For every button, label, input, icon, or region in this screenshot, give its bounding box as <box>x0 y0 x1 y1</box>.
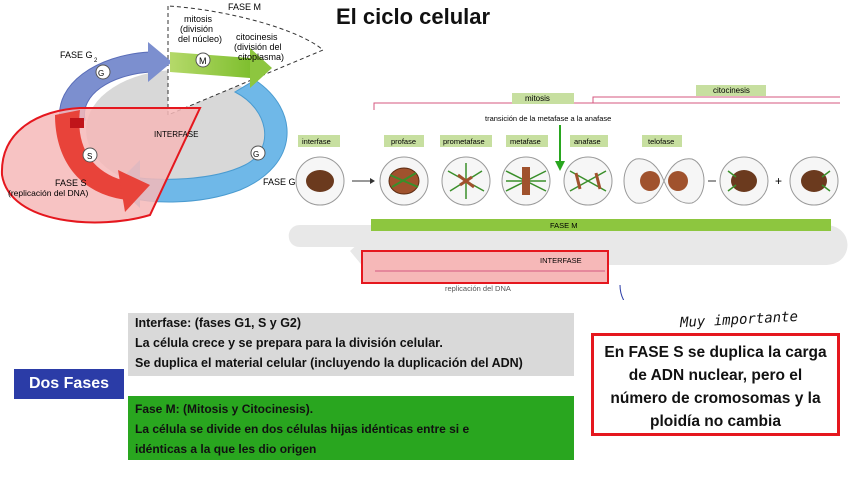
s-phase-note-box: En FASE S se duplica la carga de ADN nuc… <box>591 333 840 436</box>
cell-daughter-1 <box>719 156 769 206</box>
stage-telofase: telofase <box>648 137 674 146</box>
mitosis-label-1: (división <box>180 24 213 34</box>
fase-g1-label: FASE G <box>263 177 296 187</box>
transicion-label: transición de la metafase a la anafase <box>485 114 611 123</box>
interphase-line-0: Interfase: (fases G1, S y G2) <box>135 316 302 330</box>
citocinesis-label-0: citocinesis <box>236 32 278 42</box>
note-line-3: ploidía no cambia <box>650 413 781 430</box>
stage-prometafase: prometafase <box>443 137 485 146</box>
g1-badge-text: G <box>253 150 259 159</box>
g2-badge <box>95 64 111 80</box>
note-line-1: de ADN nuclear, pero el <box>628 367 803 384</box>
fase-m-bar <box>371 219 831 231</box>
m-line-1: La célula se divide en dos células hijas… <box>135 422 470 436</box>
citocinesis-header: citocinesis <box>713 86 750 95</box>
cell-metafase <box>501 156 551 206</box>
g1-badge <box>250 145 266 161</box>
citocinesis-label-1: (división del <box>234 42 282 52</box>
cell-daughter-2 <box>789 156 839 206</box>
interphase-line-2: Se duplica el material celular (incluyen… <box>135 356 523 370</box>
interphase-description-box: Interfase: (fases G1, S y G2) La célula … <box>128 313 574 376</box>
fase-g2-sub: 2 <box>94 58 98 64</box>
interfase-bar <box>361 250 609 284</box>
pointer-arrow <box>619 284 625 300</box>
s-badge <box>82 147 98 163</box>
m-badge <box>195 52 211 68</box>
citocinesis-label-2: citoplasma) <box>238 52 284 62</box>
stage-interfase: interfase <box>302 137 331 146</box>
cell-interfase <box>295 156 345 206</box>
page-title: El ciclo celular <box>336 4 491 29</box>
interfase-label: INTERFASE <box>154 130 198 139</box>
cell-cycle-diagram: M G S G FASE M mitosis (división del núc… <box>0 2 324 224</box>
interfase-bar-label: INTERFASE <box>540 256 582 265</box>
plus-sign: + <box>775 174 782 188</box>
fase-s-label: FASE S <box>55 178 87 188</box>
mitosis-label-0: mitosis <box>184 14 213 24</box>
replicacion-bar-label: replicación del DNA <box>445 284 511 293</box>
g2-badge-text: G <box>98 69 104 78</box>
cell-telofase <box>623 158 705 204</box>
cell-prometafase <box>441 156 491 206</box>
fase-g2-label: FASE G <box>60 50 93 60</box>
m-line-0: Fase M: (Mitosis y Citocinesis). <box>135 402 314 416</box>
m-line-2: idénticas a la que les dio origen <box>135 442 317 456</box>
stage-anafase: anafase <box>574 137 601 146</box>
replicacion-label: (replicación del DNA) <box>8 188 88 198</box>
interphase-line-1: La célula crece y se prepara para la div… <box>135 336 443 350</box>
fase-m-label: FASE M <box>228 2 261 12</box>
cell-anafase <box>563 156 613 206</box>
mitosis-header: mitosis <box>525 94 550 103</box>
handwritten-note: Muy importante <box>679 308 799 332</box>
m-badge-text: M <box>199 56 207 66</box>
m-arrow <box>170 52 250 78</box>
s-badge-text: S <box>87 152 92 161</box>
cell-profase <box>379 156 429 206</box>
stage-profase: profase <box>391 137 416 146</box>
stage-metafase: metafase <box>510 137 541 146</box>
dos-fases-label: Dos Fases <box>14 369 124 399</box>
note-line-2: número de cromosomas y la <box>610 390 821 407</box>
fase-m-bar-label: FASE M <box>550 221 578 230</box>
m-phase-description-box: Fase M: (Mitosis y Citocinesis). La célu… <box>128 396 574 460</box>
mitosis-stages-diagram: mitosis citocinesis transición de la met… <box>288 85 848 300</box>
s-arrow <box>55 110 130 200</box>
s-phase-highlight <box>0 107 202 224</box>
mitosis-label-2: del núcleo) <box>178 34 222 44</box>
note-line-0: En FASE S se duplica la carga <box>604 344 827 361</box>
